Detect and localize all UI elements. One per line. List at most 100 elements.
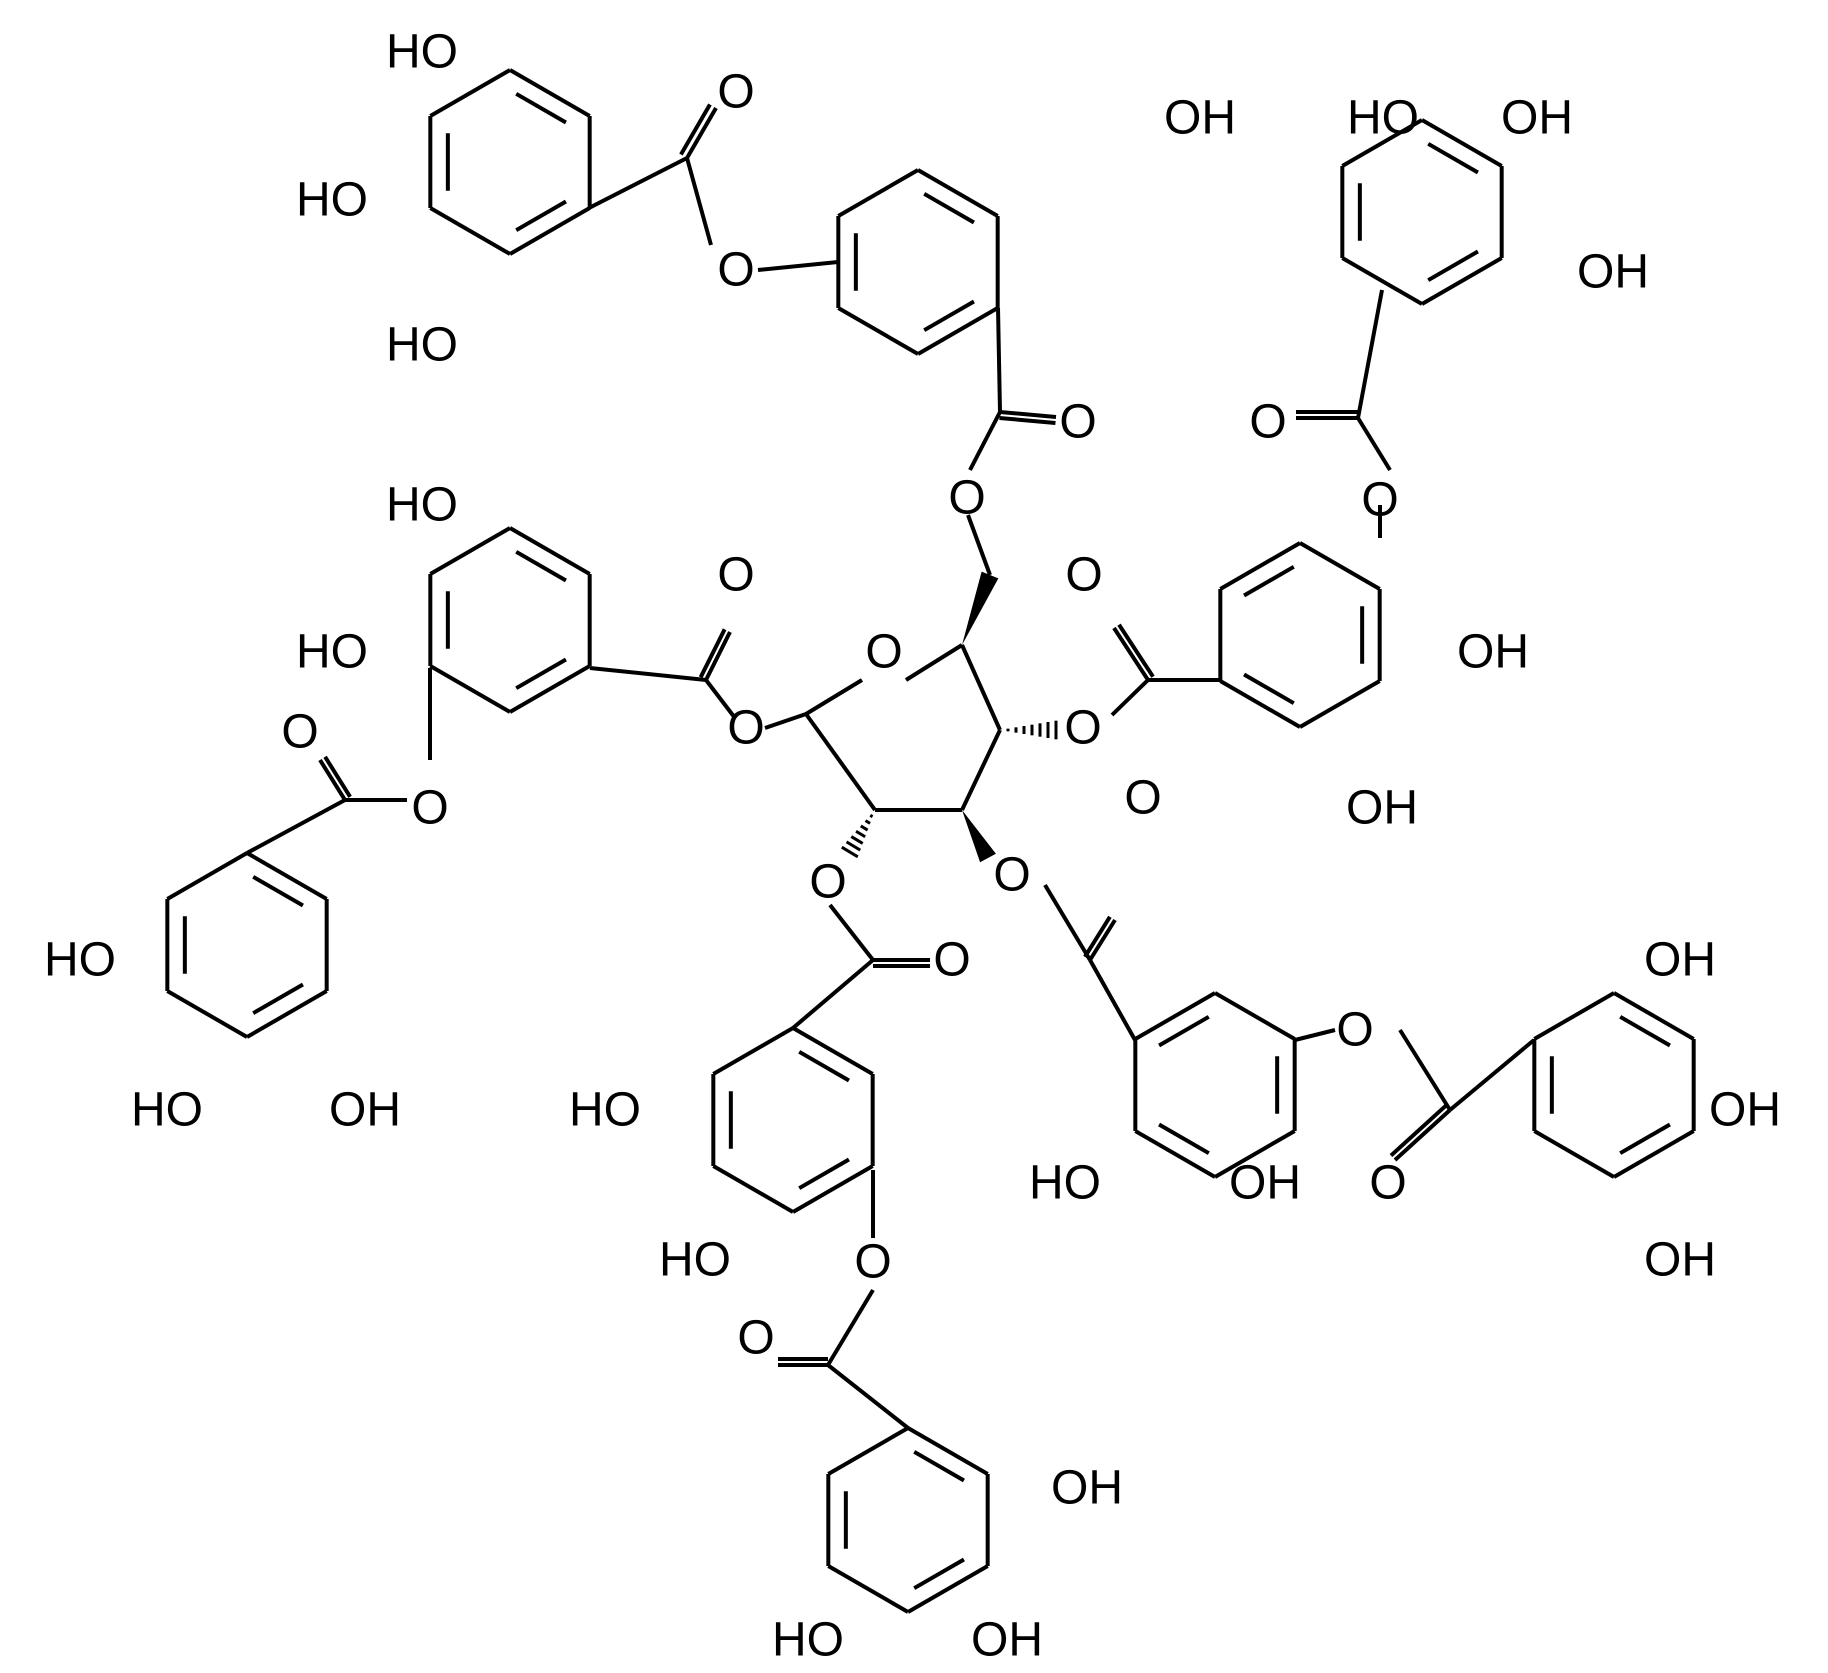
- atom-ho: HO: [44, 934, 116, 987]
- hashed-bond: [859, 824, 869, 832]
- carbonyl-oxygen: O: [281, 706, 318, 759]
- bond: [913, 1450, 965, 1483]
- bond: [764, 712, 807, 730]
- bond: [1619, 1015, 1671, 1048]
- bond: [923, 192, 975, 225]
- bond: [798, 1157, 850, 1190]
- bond: [1393, 1108, 1452, 1162]
- atom-ho: HO: [296, 174, 368, 227]
- bond: [1298, 679, 1381, 729]
- carbonyl-oxygen: O: [1249, 396, 1286, 449]
- carbonyl-oxygen: O: [933, 934, 970, 987]
- bond: [589, 666, 707, 682]
- ester-oxygen: O: [1336, 1004, 1373, 1057]
- bond: [1219, 679, 1302, 729]
- bond: [1088, 918, 1117, 962]
- bond: [1533, 991, 1616, 1041]
- bond: [996, 307, 1002, 413]
- carbonyl-oxygen: O: [1065, 549, 1102, 602]
- bond: [1134, 1129, 1217, 1179]
- bond: [712, 1164, 795, 1214]
- bond: [1110, 678, 1150, 717]
- bond: [1117, 623, 1155, 678]
- hashed-bond: [855, 829, 866, 839]
- atom-ho: HO: [659, 1234, 731, 1287]
- bond: [1219, 541, 1302, 591]
- bond: [798, 1050, 850, 1083]
- bond: [916, 168, 999, 218]
- bond: [827, 1564, 910, 1614]
- bond: [960, 729, 1002, 811]
- ester-oxygen: O: [717, 244, 754, 297]
- bond: [1448, 1038, 1536, 1112]
- atom-oh: OH: [1457, 626, 1529, 679]
- atom-oh: OH: [329, 1084, 401, 1137]
- carbonyl-oxygen: O: [1369, 1157, 1406, 1210]
- atom-oh: OH: [1346, 782, 1418, 835]
- bond: [826, 1288, 875, 1367]
- carbonyl-oxygen: O: [1124, 772, 1161, 825]
- atom-oh: OH: [971, 1614, 1043, 1667]
- bond: [166, 989, 249, 1039]
- bond: [966, 514, 992, 576]
- bond: [1083, 915, 1112, 958]
- bond: [757, 260, 839, 272]
- bond: [1294, 1028, 1336, 1042]
- bond: [1341, 118, 1424, 168]
- bond: [1619, 1122, 1671, 1155]
- bond: [515, 92, 567, 125]
- bond: [698, 628, 727, 679]
- hashed-bond: [869, 814, 874, 818]
- hashed-bond: [841, 845, 859, 859]
- bond: [515, 199, 567, 232]
- bond: [1356, 416, 1392, 472]
- bond: [837, 168, 920, 218]
- atom-oh: OH: [1644, 1234, 1716, 1287]
- atom-ho: HO: [386, 479, 458, 532]
- bond: [429, 68, 511, 118]
- bond: [906, 1426, 989, 1476]
- bond: [318, 758, 347, 802]
- ester-oxygen: O: [993, 849, 1030, 902]
- ester-oxygen: O: [854, 1236, 891, 1289]
- bond: [429, 206, 511, 256]
- atom-oh: OH: [1164, 92, 1236, 145]
- atom-ho: HO: [1029, 1157, 1101, 1210]
- bond: [1612, 1129, 1695, 1179]
- bond: [1427, 249, 1479, 282]
- ester-oxygen: O: [1064, 702, 1101, 755]
- bond: [1134, 991, 1217, 1041]
- carbonyl-oxygen: O: [1059, 396, 1096, 449]
- bond: [515, 657, 567, 690]
- bond: [791, 1026, 874, 1076]
- atom-oh: OH: [1501, 92, 1573, 145]
- bond: [508, 664, 591, 714]
- bond: [923, 299, 975, 332]
- bond: [1112, 626, 1150, 682]
- bond: [1213, 1129, 1296, 1179]
- bond: [1243, 672, 1295, 705]
- bond: [960, 644, 1002, 731]
- bond: [1088, 959, 1137, 1041]
- bond: [791, 958, 875, 1030]
- bond: [685, 106, 718, 160]
- bond: [508, 526, 591, 576]
- bond: [166, 851, 249, 901]
- bond: [679, 103, 712, 156]
- atom-oh: OH: [1229, 1157, 1301, 1210]
- bond: [252, 875, 304, 908]
- atom-ho: HO: [386, 26, 458, 79]
- bond: [712, 1026, 795, 1076]
- bond: [1213, 991, 1296, 1041]
- bond: [1612, 991, 1695, 1041]
- ester-oxygen: O: [411, 782, 448, 835]
- bond: [246, 989, 328, 1039]
- bond: [1533, 1129, 1616, 1179]
- bond: [252, 982, 304, 1015]
- bond: [508, 206, 591, 256]
- bond: [1398, 1028, 1452, 1112]
- ester-oxygen: O: [809, 856, 846, 909]
- bond: [1420, 118, 1503, 168]
- bond: [904, 643, 964, 682]
